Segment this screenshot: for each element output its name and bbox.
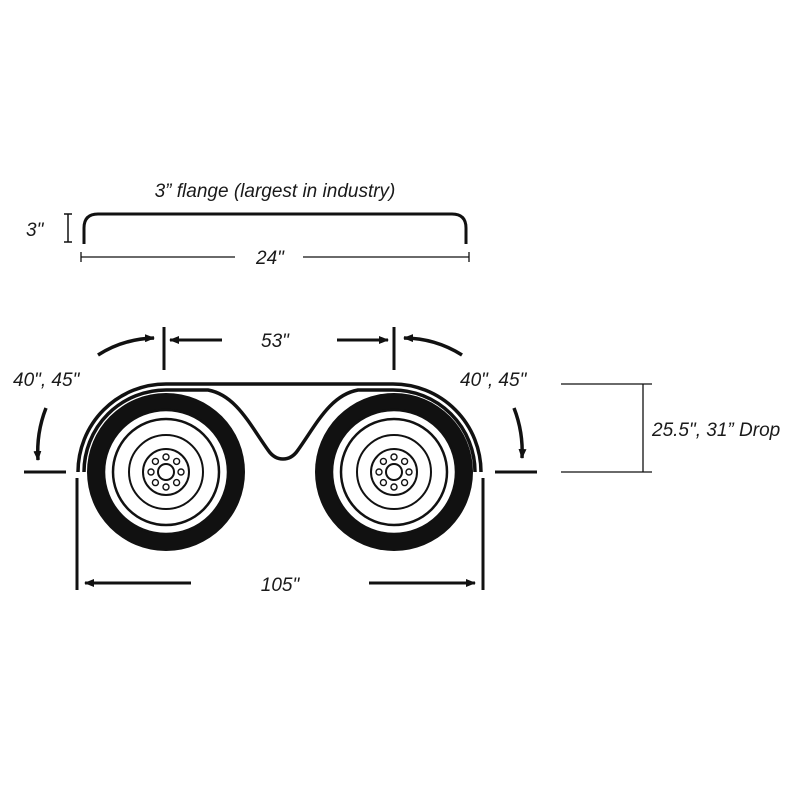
overall-length-dimension: [75, 478, 485, 590]
right-arc-arrow: [403, 334, 463, 357]
drop-height-label: 25.5", 31” Drop: [651, 420, 780, 441]
flange-label: 3” flange (largest in industry): [155, 181, 396, 202]
drop-height-dimension: [561, 383, 652, 473]
right-arc-sizes-label: 40", 45": [460, 370, 528, 391]
flange-width-dimension: [80, 252, 470, 262]
flange-profile: [82, 212, 468, 244]
flange-width-label: 24": [255, 248, 285, 269]
flange-height-dimension: [64, 213, 72, 243]
left-arc-arrow-lower: [33, 407, 48, 461]
wheel-spacing-label: 53": [261, 331, 290, 352]
left-arc-arrow: [97, 334, 155, 357]
wheel-spacing-dimension: [162, 327, 396, 370]
right-wheel: [315, 393, 473, 551]
flange-height-label: 3": [26, 220, 45, 241]
fender-outline: [76, 382, 483, 473]
right-arc-arrow-lower: [512, 407, 527, 459]
fender-inner-outline: [82, 388, 477, 473]
overall-length-label: 105": [261, 575, 301, 596]
left-arc-sizes-label: 40", 45": [13, 370, 81, 391]
left-wheel: [87, 393, 245, 551]
